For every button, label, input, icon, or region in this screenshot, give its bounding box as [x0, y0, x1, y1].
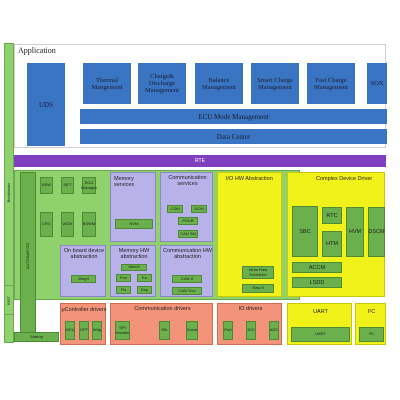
communication-hw-abstraction-title: Communication HW abstraction — [163, 248, 212, 261]
bist-block: BIST — [4, 285, 14, 315]
com-block: COM — [167, 205, 183, 213]
application-title: Application — [18, 46, 56, 55]
eth-block: Eth — [159, 321, 170, 340]
lsdd-block: LSDD — [292, 277, 342, 288]
memory-services-title: Memory services — [114, 176, 135, 188]
thermal-management-block: Thermal Mangement — [83, 63, 131, 104]
dio-block: DIO — [246, 321, 256, 340]
startup-block: Startup — [14, 332, 59, 342]
io-drivers-title: IO drivers — [238, 306, 263, 312]
memif-block: MemIf — [121, 264, 147, 271]
io-hw-abstraction-title: I/O HW Abstraction — [226, 176, 273, 182]
io-drivers-panel: IO drivers Port DIO ADC — [217, 303, 282, 345]
fast-charge-management-block: Fast Charge Management — [307, 63, 355, 104]
bootloader-bar: Bootloader — [4, 43, 14, 343]
htm-block: HTM — [322, 231, 342, 257]
data-center-bar: Data Center — [80, 129, 387, 144]
bootloader-label: Bootloader — [5, 183, 11, 203]
autosar-os-label: AUTOSAR OS — [24, 242, 30, 270]
bsw-block: BSW — [40, 177, 53, 194]
adc-block: ADC — [269, 321, 279, 340]
i2c-driver-block: I²C — [359, 327, 384, 342]
communication-drivers-panel: Communication drivers SPI Handler Eth Cm… — [110, 303, 213, 345]
microcontroller-drivers-panel: μController drivers MCU GPT Wdg — [60, 303, 107, 345]
ecu-manager-block: ECU Manager — [81, 177, 97, 194]
bswm-block: BSWM — [82, 212, 96, 237]
spi-handler-block: SPI Handler — [115, 321, 130, 340]
can-trcv-block: CAN Trcv — [172, 287, 202, 295]
cmnd-block: Cmnd — [186, 321, 198, 340]
ea-block: Ea — [137, 274, 152, 282]
autosar-os-block: AUTOSAR OS — [20, 172, 36, 340]
hvm-block: HVM — [346, 207, 364, 257]
can-sm-block: CAN SM — [178, 230, 198, 238]
pdur-block: PDUR — [178, 217, 198, 225]
i2c-panel: I²C I²C — [355, 303, 386, 345]
communication-services-panel: Communication services COM DCM PDUR CAN … — [160, 172, 213, 242]
io-hw-abstraction-panel: I/O HW Abstraction IoHw Raw Scheduler Ra… — [217, 172, 282, 297]
raw-if-block: Raw If — [242, 284, 274, 293]
mcu-block: MCU — [65, 321, 75, 340]
rte-bar: RTE — [14, 155, 386, 167]
memory-hw-abstraction-title: Memory HW abstraction — [118, 248, 150, 261]
uart-panel: UART UART — [287, 303, 352, 345]
crc-block: CRC — [40, 212, 53, 237]
complex-device-driver-title: Complex Device Driver — [316, 176, 373, 182]
rtc-block: RTC — [322, 207, 342, 224]
port-block: Port — [223, 321, 233, 340]
complex-device-driver-panel: Complex Device Driver SBC RTC HTM HVM DS… — [287, 172, 385, 297]
uds-block: UDS — [27, 63, 65, 146]
dcm-block: DCM — [191, 205, 207, 213]
charge-discharge-management-block: Charge& Discharge Management — [138, 63, 186, 104]
communication-hw-abstraction-panel: Communication HW abstraction CAN If CAN … — [160, 245, 213, 297]
nvm-block: NVM — [115, 219, 153, 229]
wdg-block: Wdg — [92, 321, 102, 340]
eep-block: Eep — [137, 286, 152, 294]
i2c-title: I²C — [367, 309, 376, 315]
det-block: DET — [61, 177, 74, 194]
onboard-device-abstraction-panel: On board device abstraction WdgIf — [60, 245, 106, 297]
fls-block: Fls — [116, 286, 131, 294]
uart-driver-block: UART — [291, 327, 350, 342]
wdgif-block: WdgIf — [71, 275, 96, 283]
wdm-block: WDM — [61, 212, 74, 237]
canif-block: CAN If — [172, 275, 202, 283]
memory-services-panel: Memory services NVM — [110, 172, 156, 242]
sox-block: SOX — [367, 63, 387, 104]
smart-charge-management-block: Smart Charge Management — [251, 63, 299, 104]
fee-block: Fee — [116, 274, 131, 282]
gpt-block: GPT — [79, 321, 89, 340]
onboard-device-abstraction-title: On board device abstraction — [63, 248, 105, 261]
communication-services-title: Communication services — [168, 175, 207, 188]
microcontroller-drivers-title: μController drivers — [61, 307, 107, 313]
balance-management-block: Balance Management — [195, 63, 243, 104]
sbc-block: SBC — [292, 206, 318, 257]
dscm-block: DSCM — [368, 207, 385, 257]
ecu-mode-management-bar: ECU Mode Management — [80, 109, 387, 124]
memory-hw-abstraction-panel: Memory HW abstraction MemIf Fee Ea Fls E… — [110, 245, 156, 297]
iohw-scheduler-block: IoHw Raw Scheduler — [242, 266, 274, 279]
accm-block: ACCM — [292, 262, 342, 273]
bist-label: BIST — [5, 295, 11, 305]
uart-title: UART — [313, 309, 328, 315]
communication-drivers-title: Communication drivers — [134, 306, 191, 312]
